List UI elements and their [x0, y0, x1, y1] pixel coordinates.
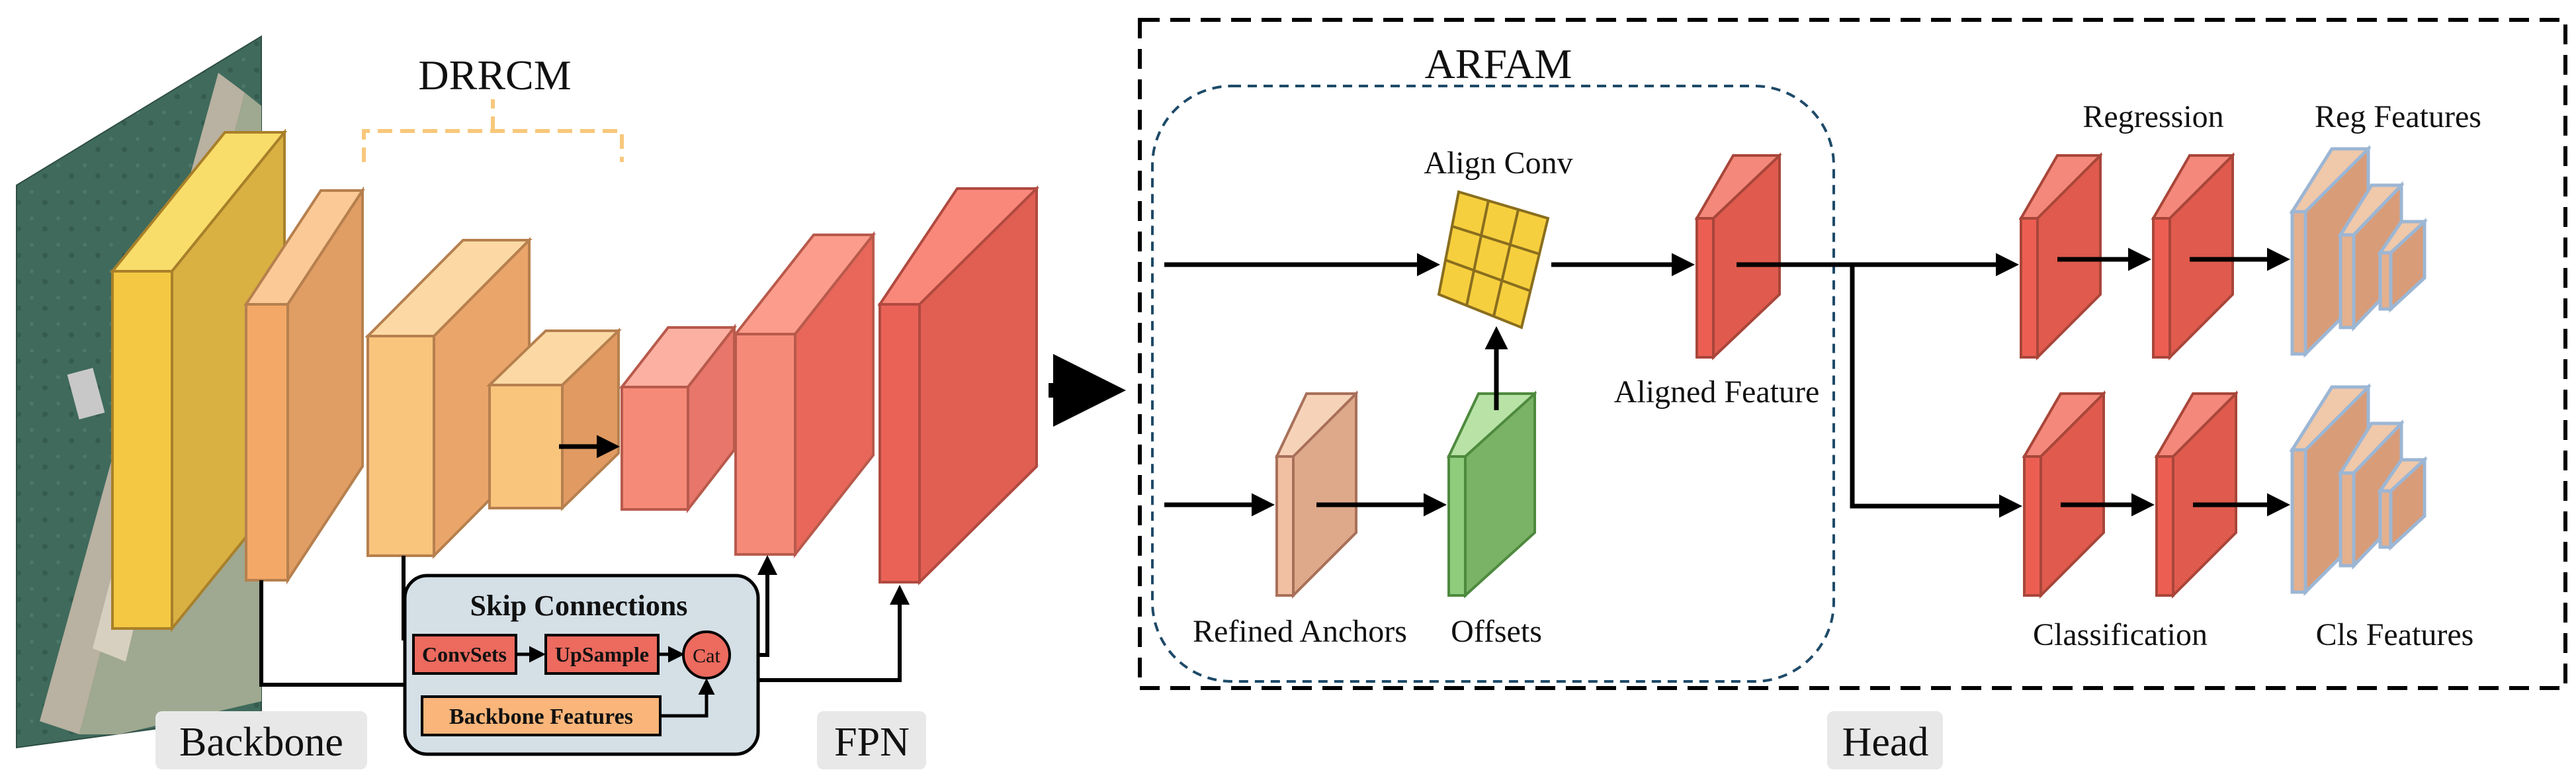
skip-out-fpn3 — [757, 585, 910, 682]
reg-features-label: Reg Features — [2315, 99, 2481, 134]
refined-anchors-block — [1274, 390, 1359, 599]
fpn-label-group: FPN — [817, 711, 926, 769]
drrcm-label: DRRCM — [418, 52, 571, 99]
drrcm-bracket — [362, 99, 624, 162]
fpn-label: FPN — [834, 720, 910, 765]
aligned-feature-block — [1694, 152, 1782, 361]
align-conv-label: Align Conv — [1424, 146, 1572, 181]
classification-block-1 — [2022, 390, 2106, 599]
convsets-label: ConvSets — [422, 642, 507, 666]
regression-label: Regression — [2082, 99, 2223, 134]
cls-features-label: Cls Features — [2316, 617, 2474, 652]
upsample-label: UpSample — [555, 642, 649, 666]
classification-block-2 — [2154, 390, 2239, 599]
refined-anchors-label: Refined Anchors — [1193, 614, 1407, 649]
arfam-label: ARFAM — [1425, 40, 1572, 87]
head-label-group: Head — [1827, 711, 1943, 769]
backbone-features-label: Backbone Features — [449, 705, 633, 729]
head-frame — [1138, 18, 2567, 690]
backbone-label: Backbone — [179, 720, 343, 765]
arrow-aligned-to-classification — [1850, 265, 2022, 518]
backbone-label-group: Backbone — [155, 711, 367, 769]
backbone-features-box — [421, 695, 662, 736]
offsets-label: Offsets — [1451, 614, 1542, 649]
arrow-backbonefeat-to-cat — [662, 678, 715, 718]
skip-connections-panel: Skip Connections ConvSets UpSample Cat B… — [403, 574, 760, 756]
align-conv-grid — [1437, 190, 1550, 329]
head-label: Head — [1842, 720, 1929, 765]
regression-block-2 — [2151, 152, 2235, 361]
reg-features-stack — [2289, 144, 2428, 359]
fpn-block-1 — [619, 324, 738, 513]
cls-features-stack — [2289, 382, 2428, 597]
aligned-feature-label: Aligned Feature — [1614, 374, 1820, 410]
classification-label: Classification — [2033, 617, 2208, 652]
fpn-block-3 — [877, 185, 1039, 585]
skip-connections-title: Skip Connections — [470, 589, 688, 622]
regression-block-1 — [2018, 152, 2103, 361]
convsets-box — [412, 634, 517, 675]
offsets-block — [1446, 390, 1537, 599]
fpn-block-2 — [732, 231, 877, 558]
upsample-box — [544, 634, 660, 675]
skip-line-backbone — [259, 580, 405, 687]
cat-label: Cat — [693, 645, 720, 667]
backbone-block-2 — [243, 186, 365, 585]
arfam-region — [1151, 85, 1835, 683]
